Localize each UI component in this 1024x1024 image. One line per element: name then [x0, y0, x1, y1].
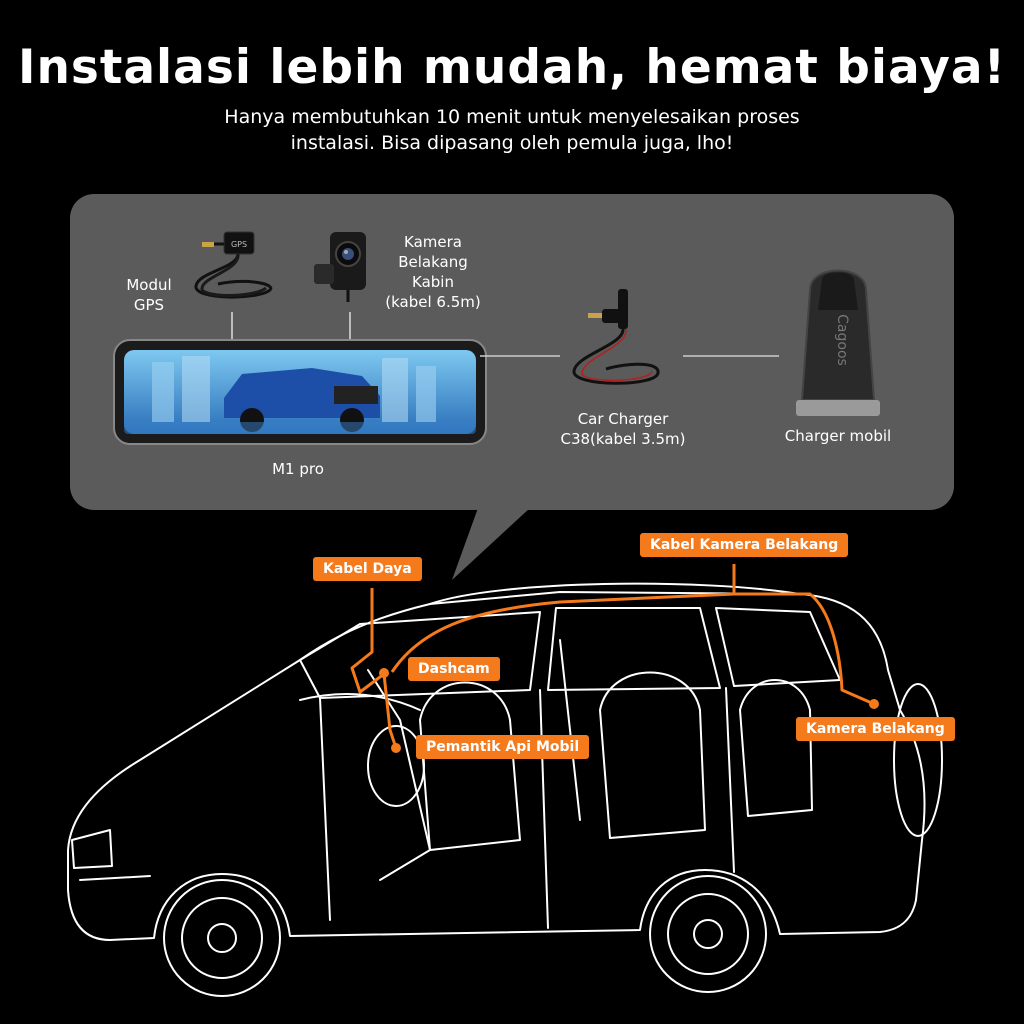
rear-camera-label-line1: Kamera [404, 233, 462, 251]
gps-label-line2: GPS [133, 296, 165, 314]
gps-connector-line [231, 312, 233, 344]
usb-charger-brand: Cagoos [834, 314, 850, 366]
mirror-label: M1 pro [272, 460, 324, 478]
subtitle-line-1: Hanya membutuhkan 10 menit untuk menyele… [224, 106, 800, 128]
gps-label: Modul GPS [114, 275, 184, 315]
page-subtitle: Hanya membutuhkan 10 menit untuk menyele… [0, 104, 1024, 156]
charger-to-usb-line [683, 355, 779, 357]
mirror-to-charger-line [480, 355, 560, 357]
gps-chip-text: GPS [231, 240, 247, 249]
usb-charger-icon: Cagoos [796, 269, 880, 416]
subtitle-line-2: instalasi. Bisa dipasang oleh pemula jug… [290, 132, 734, 154]
gps-module-icon: GPS [194, 231, 273, 299]
gps-label-line1: Modul [126, 276, 172, 294]
car-wireframe-illustration [67, 564, 943, 997]
page-title: Instalasi lebih mudah, hemat biaya! [17, 40, 1007, 95]
rear-camera-label-line3: Kabin [412, 273, 454, 291]
callout-rear-camera-cable: Kabel Kamera Belakang [640, 533, 849, 557]
car-charger-label-line1: Car Charger [577, 410, 669, 428]
mirror-dashcam-image [113, 339, 487, 445]
car-charger-label-line2: C38(kabel 3.5m) [560, 430, 686, 448]
car-charger-label: Car Charger C38(kabel 3.5m) [548, 409, 698, 449]
callout-power-cable: Kabel Daya [313, 557, 422, 581]
callout-dashcam: Dashcam [408, 657, 500, 681]
rear-camera-label-line2: Belakang [398, 253, 468, 271]
rear-camera-connector-line [349, 312, 351, 344]
callout-ignition: Pemantik Api Mobil [416, 735, 590, 759]
usb-charger-label: Charger mobil [784, 427, 892, 445]
callout-rear-camera: Kamera Belakang [796, 717, 955, 741]
car-charger-cable-icon [572, 289, 660, 385]
rear-camera-label-line4: (kabel 6.5m) [385, 293, 481, 311]
rear-camera-icon [314, 232, 366, 302]
rear-camera-label: Kamera Belakang Kabin (kabel 6.5m) [378, 232, 488, 312]
